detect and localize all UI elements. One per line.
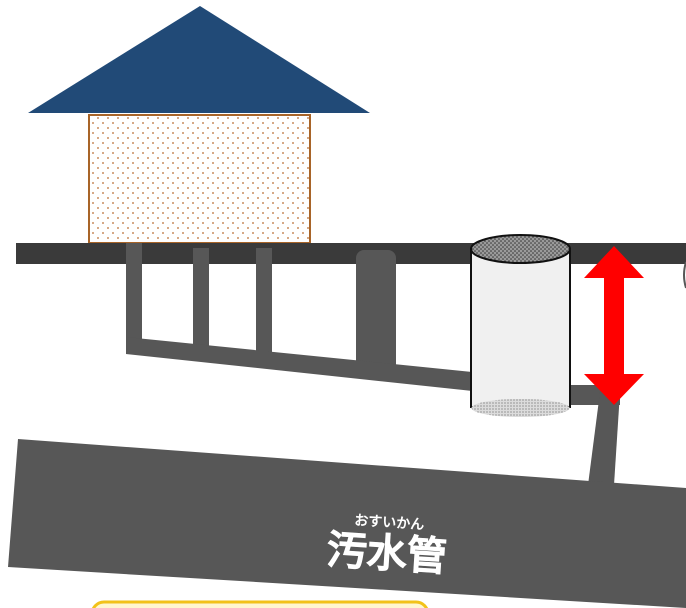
inspection-manhole xyxy=(470,234,571,417)
ground-line xyxy=(16,243,686,264)
house-wall-dots xyxy=(90,116,309,242)
sewer-label-reading: おすいかん xyxy=(354,513,425,533)
drain-riser-4 xyxy=(356,250,396,375)
manhole-body xyxy=(470,248,571,408)
depth-double-arrow xyxy=(584,246,644,405)
note-box xyxy=(91,600,429,608)
house xyxy=(28,6,370,244)
drain-riser-1 xyxy=(126,243,142,353)
manhole-lid xyxy=(470,234,571,264)
arrow-head-up xyxy=(584,246,644,278)
drain-riser-2 xyxy=(193,248,209,353)
manhole-base xyxy=(471,399,570,417)
arrow-shaft xyxy=(604,275,624,377)
household-drain-pipes xyxy=(126,243,482,392)
edge-fragment xyxy=(683,261,686,289)
sewer-label: 汚水管 xyxy=(325,527,448,580)
lateral-vertical xyxy=(588,392,620,485)
drain-collector-pipe xyxy=(126,337,482,392)
sewer-pipe xyxy=(8,439,686,608)
arrow-head-down xyxy=(584,374,644,405)
house-roof xyxy=(28,6,370,113)
sewer-pipe-label: おすいかん 汚水管 xyxy=(325,513,448,581)
drain-riser-3 xyxy=(256,248,272,358)
